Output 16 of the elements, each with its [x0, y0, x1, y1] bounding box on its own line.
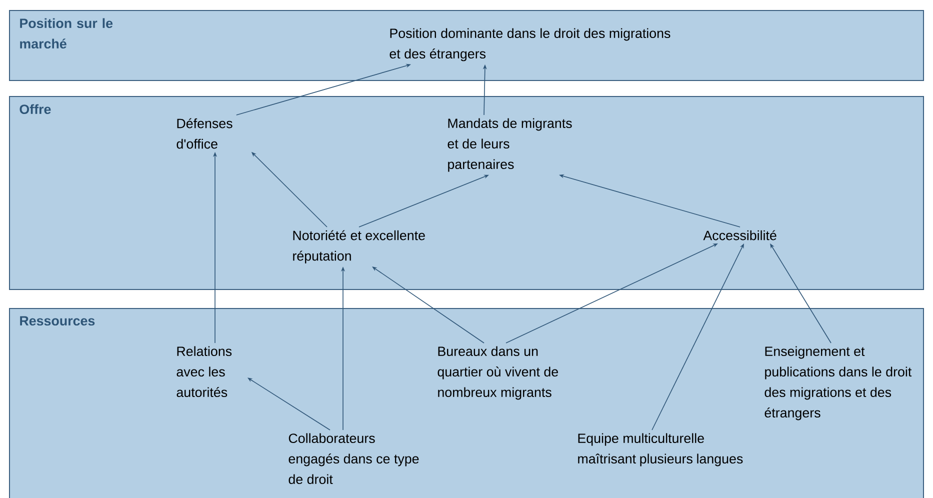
text-label: Bureaux dans un quartier où vivent de nombreux migrants: [438, 346, 558, 400]
text-label: Accessibilité: [703, 230, 776, 240]
text-label: Notoriété et excellente réputation: [293, 230, 425, 264]
text-label: Défenses d'office: [176, 118, 232, 149]
band-panel: [9, 308, 924, 498]
band-panel: [9, 10, 924, 81]
text-label: Position dominante dans le droit des migrations et des étrangers: [390, 28, 670, 62]
band-heading: Position sur le marché: [20, 18, 113, 49]
text-label: Collaborateurs engagés dans ce type de droit: [288, 433, 419, 484]
band-heading: Offre: [20, 104, 51, 114]
band-panel: [9, 96, 924, 290]
text-label: Relations avec les autorités: [176, 346, 232, 398]
text-label: Enseignement et publications dans le droit des migrations et des étrangers: [764, 346, 912, 420]
text-label: Equipe multiculturelle maîtrisant plusieurs langues: [578, 433, 743, 466]
text-label: Mandats de migrants et de leurs partenaires: [448, 118, 572, 172]
band-heading: Ressources: [20, 316, 95, 326]
